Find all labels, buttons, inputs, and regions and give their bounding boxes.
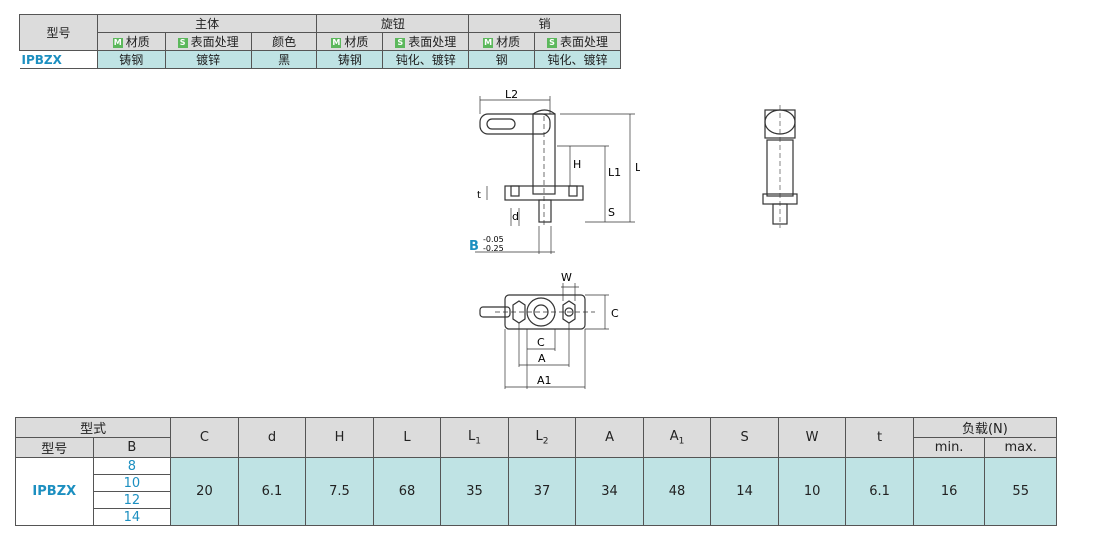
value-h: 7.5 [305, 457, 374, 526]
header-a: A [575, 417, 644, 458]
header-w: W [777, 417, 847, 458]
header-s: S [710, 417, 779, 458]
header-max: max. [984, 437, 1057, 458]
header-a1: A1 [642, 417, 712, 458]
value-w: 10 [777, 457, 847, 526]
surface-badge-icon: S [177, 37, 188, 48]
header-load: 负载(N) [912, 417, 1058, 438]
knob-material-value: 铸钢 [316, 50, 384, 69]
label-h: H [573, 158, 581, 171]
label-a: A [538, 352, 546, 365]
header-model: 型号 [19, 14, 98, 51]
b-value-12: 12 [92, 491, 172, 509]
value-l: 68 [372, 457, 442, 526]
label-w: W [561, 271, 572, 284]
b-value-10: 10 [92, 474, 172, 492]
knob-surface-value: 钝化、镀锌 [382, 50, 470, 69]
header-pin: 销 [468, 14, 621, 33]
label-c-side: C [611, 307, 619, 320]
label-a1: A1 [537, 374, 552, 387]
label-l: L [635, 161, 640, 174]
header-l2: L2 [507, 417, 577, 458]
value-max: 55 [984, 457, 1057, 526]
label-b-tol-upper: -0.05 [483, 235, 504, 244]
header-h: H [305, 417, 374, 458]
surface-badge-icon: S [546, 37, 557, 48]
value-min: 16 [912, 457, 986, 526]
value-s: 14 [710, 457, 779, 526]
header-body-color: 颜色 [250, 32, 318, 51]
value-d: 6.1 [237, 457, 307, 526]
label-d: d [512, 210, 519, 223]
label-s: S [608, 206, 615, 219]
value-a1: 48 [642, 457, 712, 526]
header-d: d [237, 417, 307, 458]
value-c: 20 [170, 457, 239, 526]
pin-surface-value: 钝化、镀锌 [533, 50, 622, 69]
label-c-bottom: C [537, 336, 545, 349]
label-l2: L2 [505, 88, 518, 101]
body-material-value: 铸钢 [96, 50, 166, 69]
value-a: 34 [575, 457, 644, 526]
row-model: IPBZX [19, 50, 98, 69]
header-body: 主体 [96, 14, 318, 33]
material-badge-icon: M [112, 37, 123, 48]
spec-table: 型式 C d H L L1 L2 A A1 S W t 负载(N) 型号 B m… [14, 417, 1058, 526]
label-b: B [469, 239, 479, 254]
value-l2: 37 [507, 457, 577, 526]
surface-badge-icon: S [395, 37, 406, 48]
b-value-14: 14 [92, 508, 172, 526]
label-b-tol-lower: -0.25 [483, 244, 504, 253]
top-view-drawing: W C C A A1 [479, 271, 619, 389]
label-l1: L1 [608, 166, 621, 179]
label-t: t [477, 190, 481, 201]
header-c: C [170, 417, 239, 458]
header-t: t [845, 417, 914, 458]
header-min: min. [912, 437, 986, 458]
header-model: 型号 [15, 437, 94, 458]
header-knob: 旋钮 [316, 14, 470, 33]
header-type: 型式 [14, 417, 172, 438]
row-model: IPBZX [15, 457, 94, 526]
material-badge-icon: M [331, 37, 342, 48]
body-surface-value: 镀锌 [164, 50, 252, 69]
header-l: L [372, 417, 442, 458]
side-view-drawing [762, 105, 798, 228]
body-color-value: 黑 [250, 50, 318, 69]
value-l1: 35 [440, 457, 509, 526]
front-view-drawing: L2 L L1 H S t d B -0.05 -0.25 [469, 88, 640, 254]
b-value-8: 8 [92, 457, 172, 475]
value-t: 6.1 [845, 457, 914, 526]
pin-material-value: 钢 [468, 50, 535, 69]
header-l1: L1 [440, 417, 509, 458]
material-badge-icon: M [483, 37, 494, 48]
header-b: B [92, 437, 172, 458]
